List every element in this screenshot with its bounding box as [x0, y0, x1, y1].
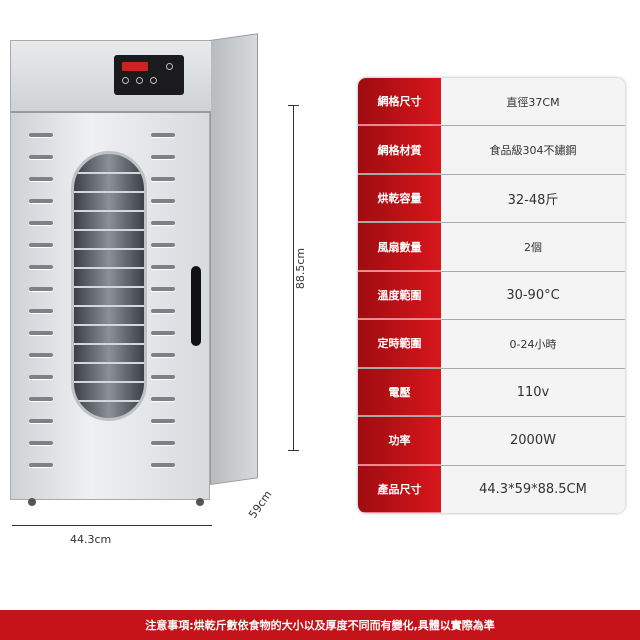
vent-slot [29, 353, 53, 357]
vent-slot [29, 243, 53, 247]
height-label: 88.5cm [294, 247, 308, 290]
spec-label: 網格尺寸 [358, 78, 441, 126]
spec-label: 電壓 [358, 368, 441, 417]
dehydrator-front [10, 40, 211, 500]
tray [74, 362, 144, 364]
tray [74, 210, 144, 212]
spec-value: 0-24小時 [441, 320, 625, 368]
vent-slot [29, 133, 53, 137]
vent-slot [29, 419, 53, 423]
viewing-window [71, 151, 147, 421]
vent-slot [151, 375, 175, 379]
height-dimension-line [293, 105, 294, 450]
vent-slot [151, 155, 175, 159]
spec-row: 網格材質食品級304不鏽鋼 [358, 126, 625, 175]
notice-text: 注意事項:烘乾斤數依食物的大小以及厚度不同而有變化,具體以實際為準 [145, 619, 495, 632]
vent-slot [29, 287, 53, 291]
tray [74, 381, 144, 383]
vent-slot [151, 441, 175, 445]
spec-label: 功率 [358, 417, 441, 465]
spec-label: 網格材質 [358, 126, 441, 174]
vent-slot [29, 265, 53, 269]
tray [74, 191, 144, 193]
power-button [166, 63, 173, 70]
spec-value: 食品級304不鏽鋼 [441, 126, 625, 174]
tray [74, 286, 144, 288]
spec-row: 網格尺寸直徑37CM [358, 78, 625, 127]
vent-slot [29, 397, 53, 401]
spec-value: 直徑37CM [441, 78, 625, 126]
control-panel [114, 55, 184, 95]
vent-slot [29, 155, 53, 159]
food-dehydrator-image [10, 33, 258, 506]
spec-value: 44.3*59*88.5CM [441, 465, 625, 513]
spec-value: 2000W [441, 417, 625, 465]
led-display [122, 62, 148, 71]
spec-label: 烘乾容量 [358, 174, 441, 223]
dehydrator-side [210, 33, 258, 486]
tray [74, 305, 144, 307]
vent-slot [29, 331, 53, 335]
spec-label: 產品尺寸 [358, 465, 441, 513]
control-button [150, 77, 157, 84]
spec-label: 溫度範圍 [358, 271, 441, 320]
vent-slot [151, 177, 175, 181]
spec-label: 定時範圍 [358, 320, 441, 368]
tray [74, 229, 144, 231]
spec-value: 30-90°C [441, 271, 625, 320]
tray [74, 400, 144, 402]
spec-value: 110v [441, 368, 625, 417]
spec-label: 風扇數量 [358, 223, 441, 271]
door-handle [191, 266, 201, 346]
control-button [122, 77, 129, 84]
vent-slot [151, 353, 175, 357]
vent-slot [29, 309, 53, 313]
vent-slot [151, 243, 175, 247]
dimension-tick [288, 450, 299, 451]
vent-slot [29, 177, 53, 181]
foot [28, 498, 36, 506]
vent-slot [151, 331, 175, 335]
width-label: 44.3cm [70, 533, 112, 546]
vent-slot [29, 199, 53, 203]
vent-slot [29, 463, 53, 467]
vent-slot [151, 221, 175, 225]
tray [74, 343, 144, 345]
vent-slot [151, 199, 175, 203]
vent-slot [151, 265, 175, 269]
tray [74, 248, 144, 250]
foot [196, 498, 204, 506]
vent-slot [29, 375, 53, 379]
top-panel [11, 41, 211, 113]
vent-slot [29, 221, 53, 225]
vent-slot [151, 397, 175, 401]
notice-banner: 注意事項:烘乾斤數依食物的大小以及厚度不同而有變化,具體以實際為準 [0, 610, 640, 640]
tray [74, 267, 144, 269]
vent-slot [151, 287, 175, 291]
vent-slot [151, 463, 175, 467]
vent-slot [151, 419, 175, 423]
width-dimension-line [12, 525, 212, 526]
spec-value: 2個 [441, 223, 625, 271]
tray [74, 172, 144, 174]
spec-value: 32-48斤 [441, 174, 625, 223]
dimension-tick [288, 105, 299, 106]
vent-slot [151, 133, 175, 137]
vent-slot [29, 441, 53, 445]
vent-slot [151, 309, 175, 313]
control-button [136, 77, 143, 84]
tray [74, 324, 144, 326]
